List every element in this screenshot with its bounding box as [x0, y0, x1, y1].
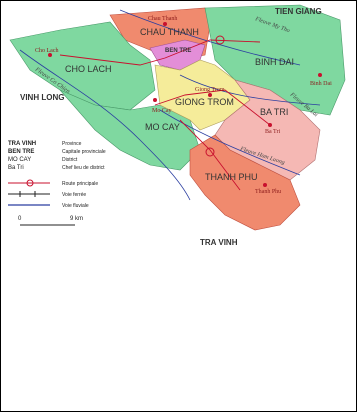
- town-mo-cay: Mo Cay: [152, 108, 172, 114]
- district-ba-tri: BA TRI: [260, 107, 288, 117]
- legend-chef-desc: Chef lieu de district: [62, 165, 105, 171]
- legend-district-desc: District: [62, 157, 78, 163]
- district-thanh-phu: THANH PHU: [205, 172, 258, 182]
- town-giong-trom: Giong Trom: [195, 87, 225, 93]
- town-thanh-phu: Thanh Phu: [255, 189, 281, 195]
- town-binh-dai: Binh Dai: [310, 81, 332, 87]
- legend-ex-chef: Ba Tri: [8, 165, 24, 171]
- district-mo-cay: MO CAY: [145, 122, 180, 132]
- region-cho-lach: [9, 21, 156, 111]
- neighbor-vinh-long: VINH LONG: [20, 93, 64, 102]
- legend-water-desc: Voie fluviale: [62, 203, 89, 209]
- district-binh-dai: BINH DAI: [255, 57, 294, 67]
- region-thanh-phu: [189, 134, 301, 231]
- legend-ex-capital: BEN TRE: [8, 149, 34, 155]
- neighbor-tra-vinh: TRA VINH: [200, 238, 238, 247]
- legend-rail-desc: Voie ferrée: [62, 192, 86, 198]
- district-cho-lach: CHO LACH: [65, 64, 112, 74]
- legend: TRA VINH Province BEN TRE Capitale provi…: [8, 141, 106, 226]
- district-chau-thanh: CHAU THANH: [140, 27, 199, 37]
- district-giong-trom: GIONG TROM: [175, 97, 234, 107]
- legend-ex-district: MO CAY: [8, 157, 31, 163]
- town-chau-thanh: Chau Thanh: [148, 16, 177, 22]
- legend-scale-end: 9 km: [70, 216, 83, 222]
- legend-road-desc: Route principale: [62, 181, 98, 187]
- town-ba-tri: Ba Tri: [265, 129, 281, 135]
- region-binh-dai: [204, 4, 346, 116]
- legend-ex-province: TRA VINH: [8, 141, 36, 147]
- neighbor-tien-giang: TIEN GIANG: [275, 7, 322, 16]
- legend-province-desc: Province: [62, 141, 82, 147]
- town-cho-lach: Cho Lach: [35, 48, 59, 54]
- legend-scale-start: 0: [18, 216, 22, 222]
- legend-capital-desc: Capitale provinciale: [62, 149, 106, 155]
- district-ben-tre: BEN TRE: [165, 48, 191, 54]
